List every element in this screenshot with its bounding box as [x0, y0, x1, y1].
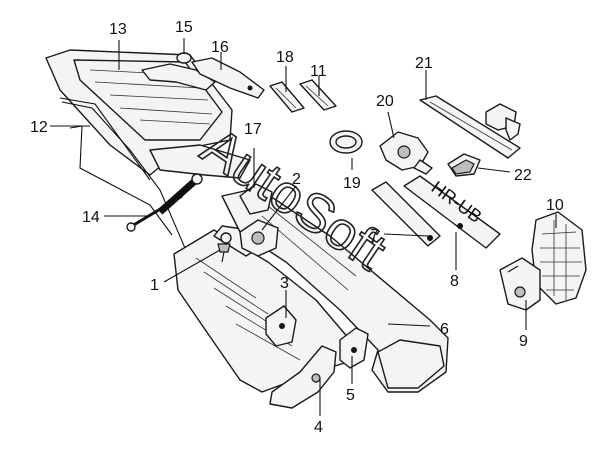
callout-8: 8 — [450, 273, 459, 290]
part-20-lock-cylinder — [379, 131, 433, 175]
callout-5: 5 — [346, 387, 355, 404]
part-6-bumper — [221, 187, 449, 393]
callout-2: 2 — [292, 171, 301, 188]
callout-11: 11 — [310, 63, 327, 80]
part-15-hinge — [141, 52, 216, 91]
part-17-release-handle — [239, 183, 273, 215]
callout-16: 16 — [211, 39, 229, 56]
part-2-latch — [239, 219, 279, 257]
callout-22: 22 — [514, 167, 532, 184]
callout-15: 15 — [175, 19, 193, 36]
callout-21: 21 — [415, 55, 433, 72]
callout-17: 17 — [244, 121, 262, 138]
callout-7: 7 — [370, 227, 379, 244]
part-10-tail-light — [531, 211, 587, 305]
part-22-lock-housing — [447, 153, 481, 177]
part-21-handle-bar — [419, 95, 521, 159]
callout-labels: 13 15 16 18 11 21 20 12 17 2 19 22 14 10… — [30, 19, 564, 436]
part-19-emblem — [329, 130, 363, 154]
callout-13: 13 — [109, 21, 127, 38]
leader-lines — [50, 38, 557, 416]
callout-10: 10 — [546, 197, 564, 214]
callout-9: 9 — [519, 333, 528, 350]
part-16-hinge — [191, 57, 265, 99]
part-18-badge — [269, 81, 305, 113]
callout-20: 20 — [376, 93, 394, 110]
callout-19: 19 — [343, 175, 361, 192]
callout-14: 14 — [82, 209, 100, 226]
part-14-gas-strut — [126, 173, 203, 232]
callout-4: 4 — [314, 419, 323, 436]
part-5-bracket — [339, 327, 369, 369]
callout-1: 1 — [150, 277, 159, 294]
part-9-light-bracket — [499, 257, 541, 311]
callout-12: 12 — [30, 119, 48, 136]
part-1-bolt — [217, 232, 232, 263]
callout-18: 18 — [276, 49, 294, 66]
part-3-striker — [265, 305, 297, 347]
part-7-plate-light — [371, 181, 441, 247]
callout-6: 6 — [440, 321, 449, 338]
callout-3: 3 — [280, 275, 289, 292]
part-11-badge — [299, 79, 337, 111]
